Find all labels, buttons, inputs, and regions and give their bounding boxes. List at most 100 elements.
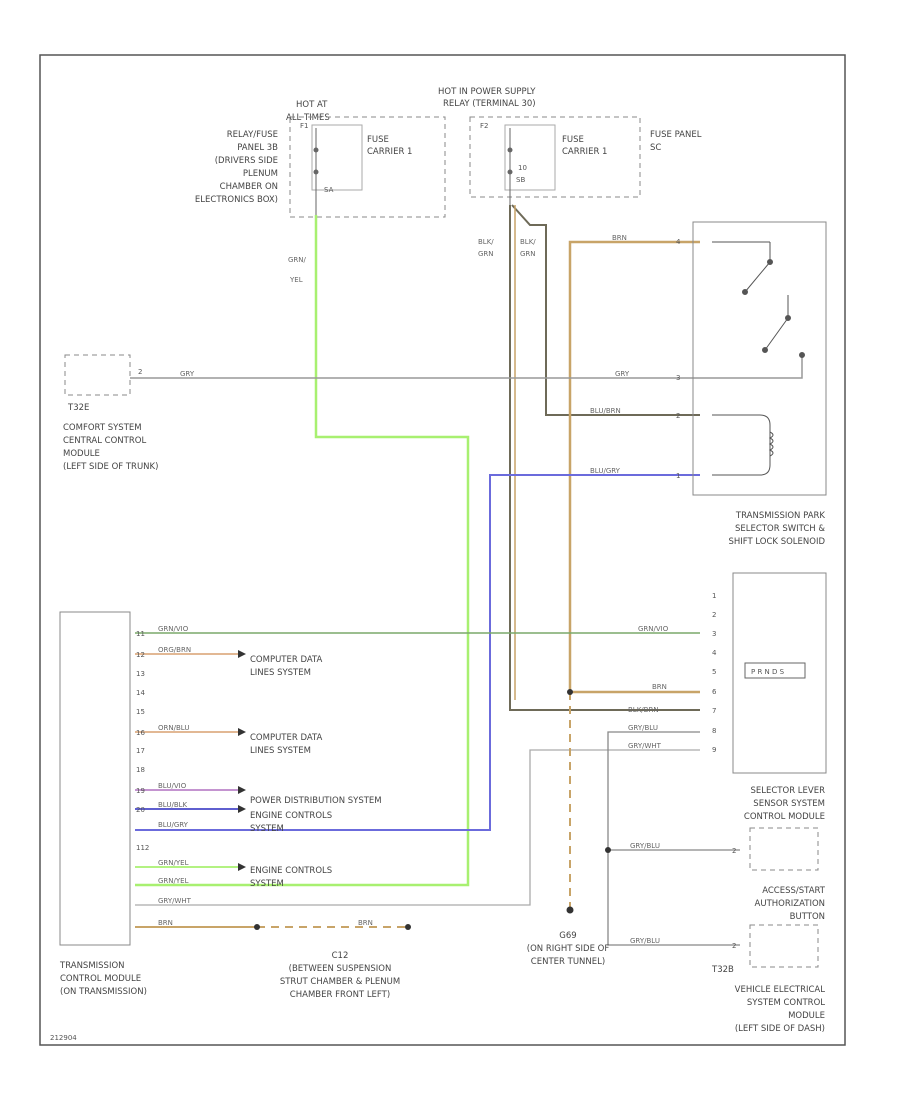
engine-controls-label-1: ENGINE CONTROLS SYSTEM: [250, 811, 332, 834]
hot-at-all-times-label: HOT AT ALL TIMES: [286, 100, 330, 123]
svg-text:CONTROL MODULE: CONTROL MODULE: [60, 974, 141, 984]
wire-blk-grn-b: [511, 204, 700, 416]
wire-label-blu-gry-tcm: BLU/GRY: [158, 821, 189, 829]
svg-text:SYSTEM CONTROL: SYSTEM CONTROL: [747, 998, 825, 1008]
wire-label-grn-yel-stub: GRN/YEL: [158, 859, 189, 867]
wire-label-grn-yel-main: GRN/YEL: [158, 877, 189, 885]
fuse-pin-f2: F2: [480, 122, 488, 130]
switch-symbols: [712, 241, 805, 476]
computer-data-lines-label-1: COMPUTER DATA LINES SYSTEM: [250, 655, 323, 678]
svg-text:12: 12: [136, 651, 145, 659]
wire-label-gry-right: GRY: [615, 370, 630, 378]
svg-text:18: 18: [136, 766, 145, 774]
wire-label-gry-left: GRY: [180, 370, 195, 378]
engine-controls-label-2: ENGINE CONTROLS SYSTEM: [250, 866, 332, 889]
tcm-box: [59, 611, 131, 946]
svg-text:3: 3: [712, 630, 716, 638]
svg-text:ACCESS/START: ACCESS/START: [762, 886, 826, 896]
svg-text:4: 4: [712, 649, 717, 657]
svg-text:112: 112: [136, 844, 149, 852]
selector-sensor-label: SELECTOR LEVER SENSOR SYSTEM CONTROL MOD…: [744, 786, 825, 822]
fuse-carrier-right-label: FUSE CARRIER 1: [562, 135, 607, 157]
svg-text:LINES SYSTEM: LINES SYSTEM: [250, 746, 311, 756]
svg-text:BUTTON: BUTTON: [790, 912, 825, 922]
svg-text:(ON RIGHT SIDE OF: (ON RIGHT SIDE OF: [527, 944, 610, 954]
svg-text:16: 16: [136, 729, 145, 737]
svg-text:CARRIER 1: CARRIER 1: [562, 147, 607, 157]
access-start-label: ACCESS/START AUTHORIZATION BUTTON: [755, 886, 826, 922]
arrow-blu-blk: [238, 805, 246, 813]
svg-text:TRANSMISSION PARK: TRANSMISSION PARK: [735, 511, 826, 521]
ground-point: [566, 906, 574, 914]
svg-text:11: 11: [136, 630, 145, 638]
tcm-pin-numbers: 11 12 13 14 15 16 17 18 19 20 112: [136, 630, 149, 852]
wire-label-gry-blu: GRY/BLU: [628, 724, 658, 732]
pin-ssc-4: 4: [676, 238, 681, 246]
svg-text:VEHICLE ELECTRICAL: VEHICLE ELECTRICAL: [735, 985, 826, 995]
wire-label-blu-blk: BLU/BLK: [158, 801, 188, 809]
wire-label-blk-grn: BLK/ GRN BLK/ GRN: [478, 238, 536, 258]
splice-brn: [567, 689, 573, 695]
computer-data-lines-label-2: COMPUTER DATA LINES SYSTEM: [250, 733, 323, 756]
svg-text:CHAMBER FRONT LEFT): CHAMBER FRONT LEFT): [290, 990, 390, 1000]
svg-text:17: 17: [136, 747, 145, 755]
access-start-box: [749, 827, 819, 871]
wire-label-grn-yel: GRN/ YEL: [288, 256, 307, 284]
svg-text:CHAMBER ON: CHAMBER ON: [220, 182, 278, 192]
fuse-pin-f1: F1: [300, 122, 308, 130]
svg-text:CONTROL MODULE: CONTROL MODULE: [744, 812, 825, 822]
svg-text:RELAY/FUSE: RELAY/FUSE: [227, 130, 278, 140]
svg-text:SENSOR SYSTEM: SENSOR SYSTEM: [753, 799, 825, 809]
fuse-pin-sa: SA: [324, 186, 334, 194]
svg-text:AUTHORIZATION: AUTHORIZATION: [755, 899, 825, 909]
sls-pin-numbers: 1 2 3 4 5 6 7 8 9: [712, 592, 717, 754]
svg-text:(LEFT SIDE OF DASH): (LEFT SIDE OF DASH): [735, 1024, 825, 1034]
wire-label-gry-wht-tcm: GRY/WHT: [158, 897, 192, 905]
svg-text:STRUT CHAMBER & PLENUM: STRUT CHAMBER & PLENUM: [280, 977, 400, 987]
svg-text:YEL: YEL: [289, 276, 303, 284]
svg-text:5: 5: [712, 668, 716, 676]
svg-text:COMPUTER DATA: COMPUTER DATA: [250, 655, 323, 665]
c12-connector-left: [254, 924, 260, 930]
relay-fuse-panel-label: RELAY/FUSE PANEL 3B (DRIVERS SIDE PLENUM…: [195, 130, 278, 205]
svg-text:SELECTOR SWITCH &: SELECTOR SWITCH &: [735, 524, 825, 534]
pin-access: 2: [732, 847, 736, 855]
c12-splice-label: C12 (BETWEEN SUSPENSION STRUT CHAMBER & …: [280, 951, 400, 1000]
ground-g69-label: G69 (ON RIGHT SIDE OF CENTER TUNNEL): [527, 931, 610, 967]
svg-text:SELECTOR LEVER: SELECTOR LEVER: [751, 786, 826, 796]
svg-text:PANEL 3B: PANEL 3B: [237, 143, 278, 153]
svg-text:SYSTEM: SYSTEM: [250, 824, 284, 834]
arrow-org-brn: [238, 650, 246, 658]
wire-label-gry-blu-3: GRY/BLU: [630, 937, 660, 945]
svg-text:COMPUTER DATA: COMPUTER DATA: [250, 733, 323, 743]
selector-lever-display: [744, 662, 806, 679]
svg-text:14: 14: [136, 689, 145, 697]
fuse-panel-sc-label: FUSE PANEL SC: [650, 130, 702, 153]
svg-text:13: 13: [136, 670, 145, 678]
wire-grn-yel: [135, 215, 470, 887]
wire-label-brn-low: BRN: [652, 683, 667, 691]
wire-label-blk-brn: BLK/BRN: [628, 706, 659, 714]
svg-text:COMFORT SYSTEM: COMFORT SYSTEM: [63, 423, 142, 433]
svg-text:ENGINE CONTROLS: ENGINE CONTROLS: [250, 811, 332, 821]
svg-text:SHIFT LOCK SOLENOID: SHIFT LOCK SOLENOID: [728, 537, 825, 547]
svg-text:C12: C12: [332, 951, 349, 961]
svg-text:HOT AT: HOT AT: [296, 100, 328, 110]
svg-text:GRN/: GRN/: [288, 256, 307, 264]
svg-text:7: 7: [712, 707, 716, 715]
wire-gry: [130, 355, 803, 379]
svg-text:SYSTEM: SYSTEM: [250, 879, 284, 889]
svg-text:ENGINE CONTROLS: ENGINE CONTROLS: [250, 866, 332, 876]
t32e-label: T32E: [67, 403, 89, 413]
svg-text:FUSE: FUSE: [562, 135, 584, 145]
fuse-carrier-left-label: FUSE CARRIER 1: [367, 135, 412, 157]
svg-text:PLENUM: PLENUM: [243, 169, 278, 179]
wire-label-brn-c12: BRN: [358, 919, 373, 927]
svg-text:19: 19: [136, 787, 145, 795]
svg-text:SC: SC: [650, 143, 661, 153]
svg-text:CENTER TUNNEL): CENTER TUNNEL): [531, 957, 605, 967]
t32b-label: T32B: [711, 965, 734, 975]
svg-text:FUSE: FUSE: [367, 135, 389, 145]
svg-text:(DRIVERS SIDE: (DRIVERS SIDE: [215, 156, 278, 166]
selector-switch-label: TRANSMISSION PARK SELECTOR SWITCH & SHIF…: [728, 511, 825, 547]
